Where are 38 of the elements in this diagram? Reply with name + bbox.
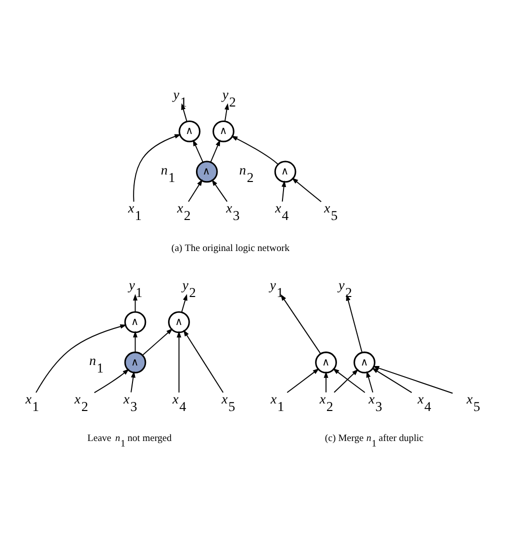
label: (a) The original logic network — [171, 242, 290, 254]
arrow — [324, 370, 328, 392]
arrow — [334, 368, 358, 392]
arrow — [372, 365, 454, 394]
arrow — [280, 294, 321, 354]
node-circle: ∧ — [168, 310, 190, 333]
node-circle: ∧ — [354, 351, 376, 373]
arrow — [176, 330, 182, 392]
arrow — [183, 329, 224, 392]
arrow — [212, 178, 228, 202]
arrow — [210, 139, 220, 162]
arrow — [286, 368, 320, 393]
arrow — [372, 367, 412, 393]
arrow — [132, 294, 138, 312]
arrow — [133, 134, 182, 202]
node-circle: ∧ — [124, 310, 146, 333]
arrow — [181, 294, 188, 312]
node-circle: ∧ — [196, 160, 218, 182]
arrow — [224, 102, 230, 122]
node-circle: ∧ — [315, 351, 337, 373]
arrow — [94, 368, 130, 393]
arrow — [142, 328, 173, 356]
arrow — [282, 180, 286, 202]
arrow — [36, 324, 127, 393]
arrow — [231, 135, 279, 164]
node-circle: ∧ — [124, 351, 146, 373]
arrow — [181, 102, 188, 122]
arrow — [188, 178, 203, 202]
node-circle: ∧ — [212, 120, 234, 142]
arrow — [132, 330, 138, 352]
arrow — [192, 139, 204, 162]
arrow — [332, 368, 366, 393]
node-circle: ∧ — [178, 120, 200, 142]
arrow — [366, 370, 374, 392]
node-circle: ∧ — [274, 160, 296, 182]
arrow — [292, 177, 322, 202]
arrow — [130, 370, 136, 392]
arrow — [346, 294, 362, 352]
